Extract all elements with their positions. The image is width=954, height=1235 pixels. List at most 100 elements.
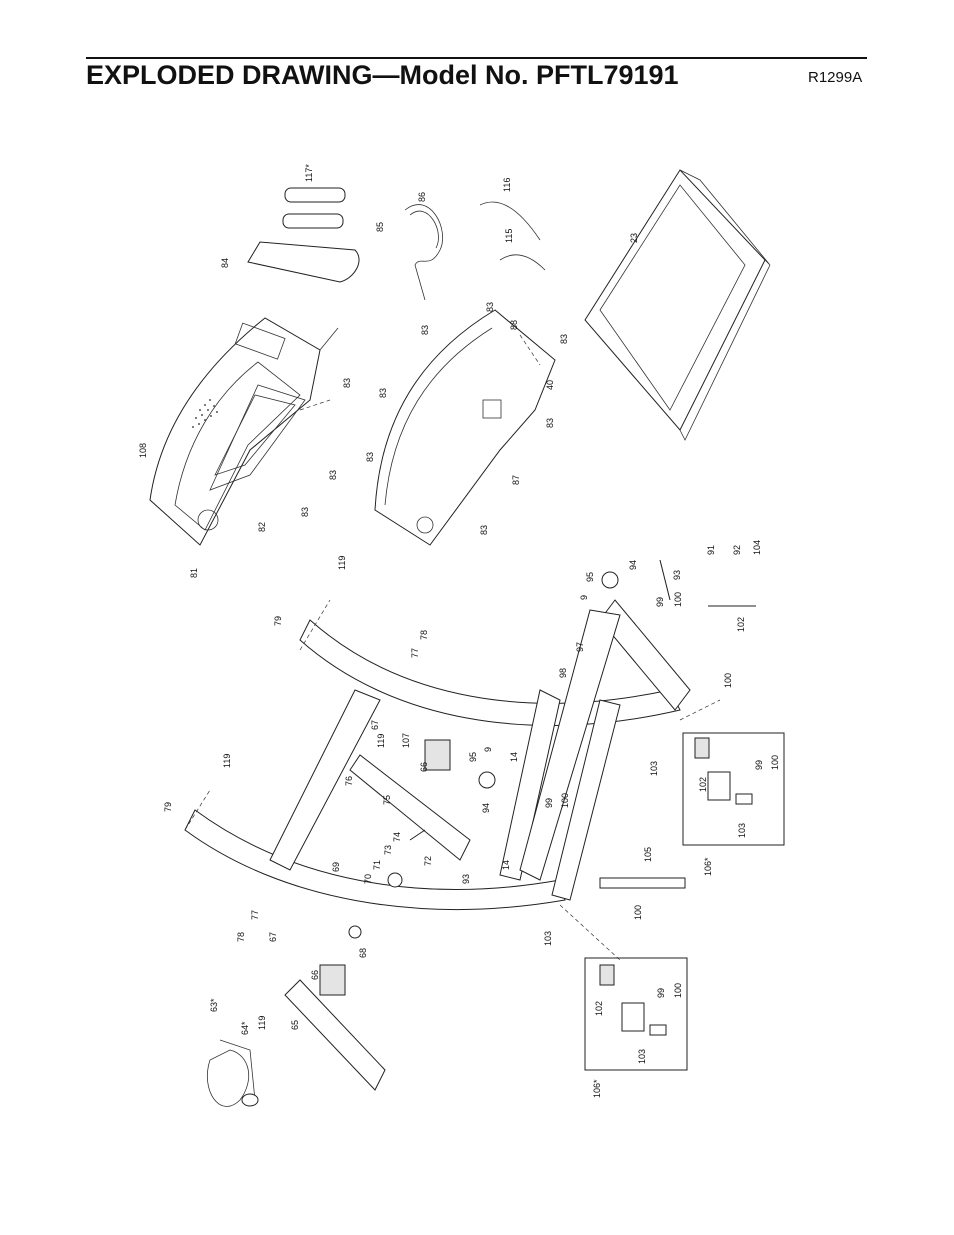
label-100-b: 100 <box>723 673 733 688</box>
console-assembly <box>149 317 339 546</box>
label-98: 98 <box>558 668 568 678</box>
chest-strap <box>206 1039 259 1107</box>
leader-lines <box>184 334 721 961</box>
label-102-b: 102 <box>594 1001 604 1016</box>
label-97: 97 <box>575 642 585 652</box>
label-83-g: 83 <box>365 452 375 462</box>
label-100-f: 100 <box>673 983 683 998</box>
label-99-c: 99 <box>544 798 554 808</box>
label-70: 70 <box>363 874 373 884</box>
label-100-c: 100 <box>770 755 780 770</box>
label-14-b: 14 <box>501 860 511 870</box>
handrail-lower <box>284 979 386 1091</box>
label-88: 88 <box>509 320 519 330</box>
label-91: 104 <box>752 540 762 555</box>
label-92: 102 <box>736 617 746 632</box>
label-94-a: 94 <box>628 560 638 570</box>
part-labels: 117* 86 116 85 84 115 23 83 83 88 83 83 … <box>138 164 780 1098</box>
label-83-f: 83 <box>545 418 555 428</box>
label-66-b: 66 <box>310 970 320 980</box>
dumbbells <box>282 187 346 229</box>
label-94-b: 94 <box>481 803 491 813</box>
label-76: 76 <box>344 776 354 786</box>
label-99-d: 99 <box>656 988 666 998</box>
handrail-upper <box>349 754 471 861</box>
label-100-a: 100 <box>673 592 683 607</box>
label-74: 74 <box>392 832 402 842</box>
label-81: 81 <box>189 568 199 578</box>
label-119-c: 119 <box>222 754 232 768</box>
label-90: 92 <box>732 545 742 555</box>
label-77-b: 77 <box>250 910 260 920</box>
label-83-b: 83 <box>485 302 495 312</box>
label-85: 85 <box>375 222 385 232</box>
label-67-a: 67 <box>370 720 380 730</box>
label-100-d: 100 <box>560 793 570 808</box>
label-83-c: 83 <box>559 334 569 344</box>
label-83-j: 83 <box>479 525 489 535</box>
label-95-b: 95 <box>468 752 478 762</box>
label-64: 64* <box>240 1021 250 1035</box>
label-105: 105 <box>643 847 653 862</box>
small-parts <box>348 559 756 939</box>
label-93-b: 93 <box>461 874 471 884</box>
label-77-a: 77 <box>410 648 420 658</box>
label-100-e: 100 <box>633 905 643 920</box>
label-95-a: 95 <box>585 572 595 582</box>
label-9-a: 9 <box>579 595 589 600</box>
label-78-b: 78 <box>236 932 246 942</box>
label-106-a: 106* <box>703 857 713 876</box>
label-86: 86 <box>417 192 427 202</box>
label-40: 40 <box>545 380 555 390</box>
label-82: 82 <box>257 522 267 532</box>
label-66-a: 66 <box>419 762 429 772</box>
cables <box>404 201 546 301</box>
label-65: 65 <box>290 1020 300 1030</box>
console-back-panel <box>374 309 556 546</box>
label-78-a: 78 <box>419 630 429 640</box>
bracket-66-upper <box>424 739 451 771</box>
label-107: 107 <box>401 733 411 748</box>
label-102-a: 102 <box>698 777 708 792</box>
label-83-h: 83 <box>328 470 338 480</box>
label-116: 116 <box>502 178 512 192</box>
label-69: 69 <box>331 862 341 872</box>
drawing-code: R1299A <box>808 69 863 86</box>
label-71: 71 <box>372 860 382 870</box>
label-103-a: 103 <box>737 823 747 838</box>
label-104-b: 103 <box>543 931 553 946</box>
bracket-66-lower <box>319 964 346 996</box>
label-83-i: 83 <box>300 507 310 517</box>
page-title: EXPLODED DRAWING—Model No. PFTL79191 <box>86 60 679 90</box>
label-99-b: 99 <box>754 760 764 770</box>
label-83-e: 83 <box>378 388 388 398</box>
weight-bag <box>247 241 360 283</box>
label-14-a: 14 <box>509 752 519 762</box>
label-93-a: 93 <box>672 570 682 580</box>
label-83-d: 83 <box>342 378 352 388</box>
label-73: 73 <box>383 845 393 855</box>
label-67-b: 67 <box>268 932 278 942</box>
label-89: 91 <box>706 545 716 555</box>
label-72: 72 <box>423 856 433 866</box>
motor-hood <box>584 169 771 441</box>
label-84: 84 <box>220 258 230 268</box>
label-119-d: 119 <box>257 1016 267 1030</box>
title-rule <box>86 57 867 59</box>
upright-frame <box>184 599 691 910</box>
label-79-b: 79 <box>163 802 173 812</box>
label-9-b: 9 <box>483 747 493 752</box>
label-104-a: 103 <box>649 761 659 776</box>
label-119-b: 119 <box>376 734 386 748</box>
label-117: 117* <box>304 164 314 182</box>
label-79-a: 79 <box>273 616 283 626</box>
label-75: 75 <box>382 795 392 805</box>
label-83-a: 83 <box>420 325 430 335</box>
inset-box-upper <box>682 732 785 846</box>
label-99-a: 99 <box>655 597 665 607</box>
label-68: 68 <box>358 948 368 958</box>
label-103-b: 103 <box>637 1049 647 1064</box>
label-63: 63* <box>209 998 219 1012</box>
label-23: 23 <box>629 233 639 243</box>
inset-box-lower <box>584 957 688 1071</box>
